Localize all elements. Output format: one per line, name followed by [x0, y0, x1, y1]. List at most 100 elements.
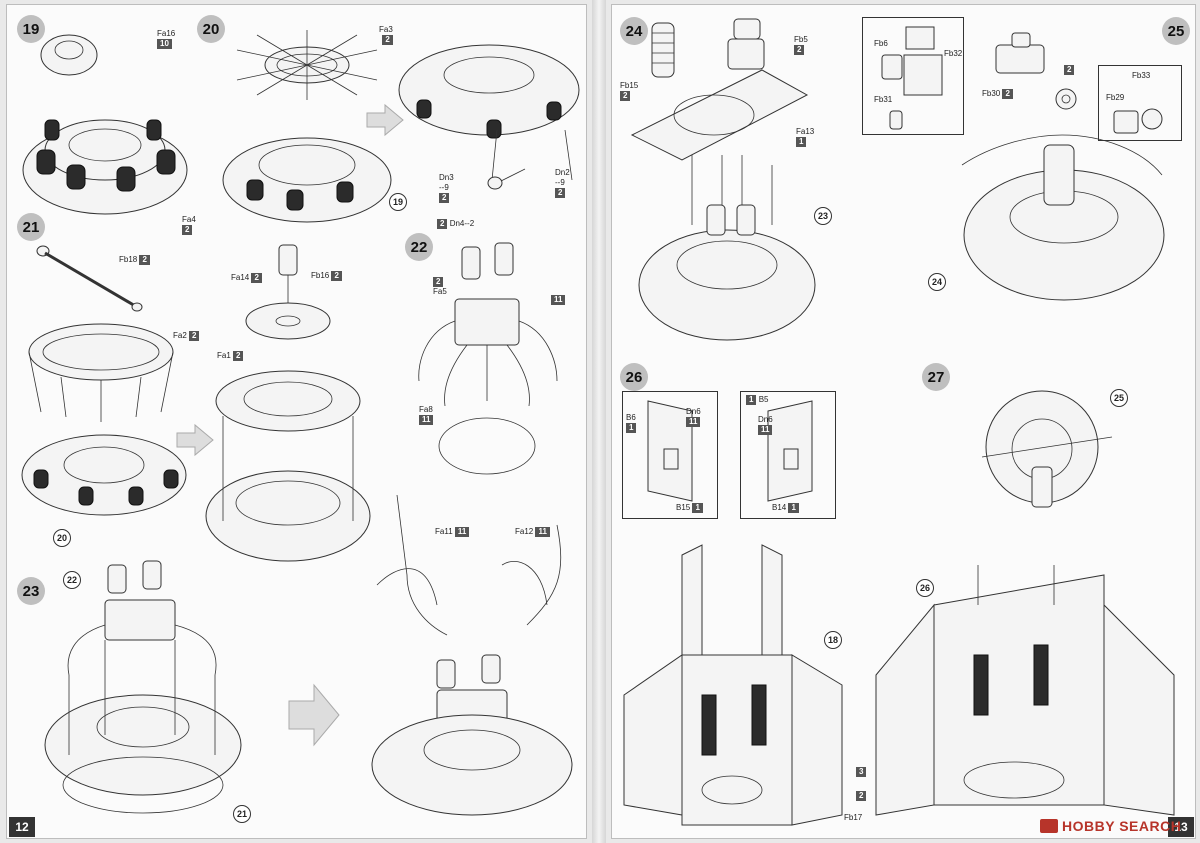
part-label: Fa14 2 [231, 273, 262, 283]
step-badge: 27 [922, 363, 950, 391]
part-id: Fa2 [173, 331, 187, 340]
part-label: Fb33 [1132, 71, 1150, 81]
engine-subassembly-drawing [21, 434, 187, 516]
step-badge: 20 [197, 15, 225, 43]
pump-part-drawing [1113, 108, 1163, 134]
part-id: Fa16 [157, 29, 176, 38]
firewall-assembly-drawing [623, 544, 843, 826]
step-reference: 18 [824, 631, 842, 649]
part-id: Fb5 [794, 35, 808, 44]
step-badge: 22 [405, 233, 433, 261]
part-label: 2 [856, 791, 867, 801]
part-label: B14 1 [772, 503, 799, 513]
part-qty: 11 [535, 527, 550, 537]
arrow-icon [366, 103, 404, 137]
step-reference: 19 [389, 193, 407, 211]
final-firewall-drawing [875, 565, 1175, 816]
ref-number: 22 [66, 575, 77, 585]
step-badge: 19 [17, 15, 45, 43]
part-qty: 1 [746, 395, 757, 405]
exhaust-ring-drawing [222, 30, 392, 223]
part-id: Fa13 [796, 127, 815, 136]
step-reference: 20 [53, 529, 71, 547]
part-id: Fa11 [435, 527, 453, 536]
step-reference: 26 [916, 579, 934, 597]
part-id: Dn3 [439, 173, 454, 182]
step-reference: 23 [814, 207, 832, 225]
step-number: 22 [410, 238, 428, 256]
part-qty: 1 [788, 503, 799, 513]
part-id: B14 [772, 503, 787, 512]
brand-logo-icon [1040, 819, 1058, 833]
cylinder-part-drawing [651, 22, 675, 78]
carburetor-drawing [418, 242, 558, 475]
part-id: Fb15 [620, 81, 639, 90]
step-number: 27 [927, 368, 945, 386]
subassembly-frame-4 [740, 391, 836, 519]
subassembly-frame-2 [1098, 65, 1182, 141]
ref-number: 19 [392, 197, 403, 207]
arrow-icon [176, 423, 214, 457]
step-number: 20 [202, 20, 220, 38]
exhaust-pipe-drawing [487, 168, 526, 190]
step-badge: 26 [620, 363, 648, 391]
bracket-parts-drawing [881, 26, 943, 130]
ref-number: 25 [1113, 393, 1124, 403]
part-id: Fb32 [944, 49, 963, 58]
rod-drawing [36, 245, 143, 312]
part-qty: 2 [189, 331, 200, 341]
part-qty: 2 [620, 91, 631, 101]
part-id: Dn6 [686, 407, 701, 416]
part-label: Fb16 2 [311, 271, 342, 281]
page-number: 13 [1168, 817, 1194, 837]
part-qty: 2 [1002, 89, 1013, 99]
part-label: Fb29 [1106, 93, 1124, 103]
part-qty: 2 [139, 255, 150, 265]
part-id: Dn6 [758, 415, 773, 424]
part-qty: 11 [551, 295, 566, 305]
part-qty: 2 [182, 225, 193, 235]
part-qty: 2 [251, 273, 262, 283]
part-label: Fa2 2 [173, 331, 200, 341]
part-id: Fb17 [844, 813, 863, 822]
ref-number: 24 [931, 277, 942, 287]
part-note: -2 [467, 219, 475, 228]
step-badge: 25 [1162, 17, 1190, 45]
engine-cylinders-drawing [22, 34, 188, 215]
part-qty: 11 [758, 425, 773, 435]
step-badge: 24 [620, 17, 648, 45]
assembled-engine-drawing [398, 44, 580, 181]
part-label: 2 [1064, 65, 1075, 75]
part-qty: 11 [686, 417, 701, 427]
part-label: Fb18 2 [119, 255, 150, 265]
part-qty: 2 [794, 45, 805, 55]
ref-number: 23 [817, 211, 828, 221]
part-label: 2 Dn4--2 [437, 219, 474, 229]
step-number: 19 [22, 20, 40, 38]
part-label: Fb6 [874, 39, 888, 49]
part-label: Fb31 [874, 95, 892, 105]
part-label: Fb17 [844, 813, 862, 823]
part-id: Fa4 [182, 215, 196, 224]
part-qty: 10 [157, 39, 172, 49]
engine-on-mount-drawing [638, 155, 816, 341]
part-id: Fb30 [982, 89, 1001, 98]
part-id: Fa14 [231, 273, 250, 282]
part-label: Fb32 [944, 49, 962, 59]
gear-icon [1055, 88, 1077, 110]
part-note: -9 [441, 183, 449, 192]
part-qty: 1 [626, 423, 637, 433]
part-id: Fa3 [379, 25, 393, 34]
step-reference: 25 [1110, 389, 1128, 407]
watermark-text: HOBBY SEARCH [1062, 818, 1182, 834]
part-label: Fa1 2 [217, 351, 244, 361]
part-id: Fb18 [119, 255, 138, 264]
